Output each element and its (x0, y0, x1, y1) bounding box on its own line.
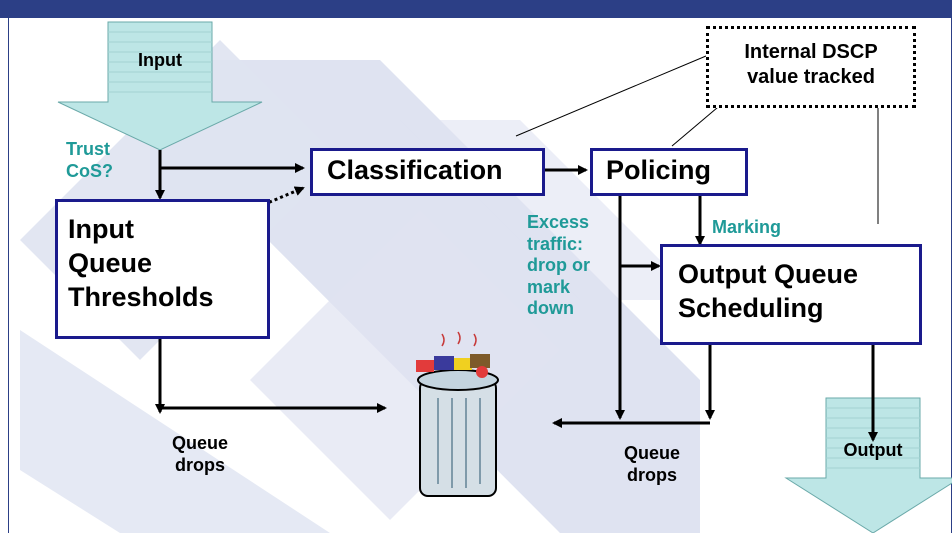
excess-traffic-label: Excess traffic: drop or mark down (527, 212, 590, 319)
input-big-arrow (57, 21, 263, 151)
classification-box (310, 148, 545, 196)
internal-dscp-note: Internal DSCP value tracked (744, 41, 878, 88)
input-arrow-label: Input (138, 50, 182, 70)
input-queue-thresholds-label: Input Queue Thresholds (68, 214, 214, 312)
trash-can-icon (416, 331, 499, 497)
classification-label: Classification (327, 155, 503, 185)
queue-drops-right-label: Queue drops (623, 443, 680, 485)
internal-dscp-note-box (706, 26, 916, 108)
marking-label: Marking (712, 217, 782, 237)
policing-label: Policing (606, 155, 712, 185)
output-big-arrow (784, 397, 952, 533)
left-border (8, 18, 9, 533)
output-queue-scheduling-label: Output Queue Scheduling (678, 259, 858, 323)
output-arrow-label: Output (843, 440, 903, 460)
trust-cos-label: Trust CoS? (66, 139, 113, 181)
dscp-callout-lines (515, 55, 879, 224)
queue-drops-left-label: Queue drops (171, 433, 228, 475)
input-queue-thresholds-box (55, 199, 270, 339)
policing-box (590, 148, 748, 196)
title-bar (0, 0, 952, 18)
output-queue-scheduling-box (660, 244, 922, 345)
